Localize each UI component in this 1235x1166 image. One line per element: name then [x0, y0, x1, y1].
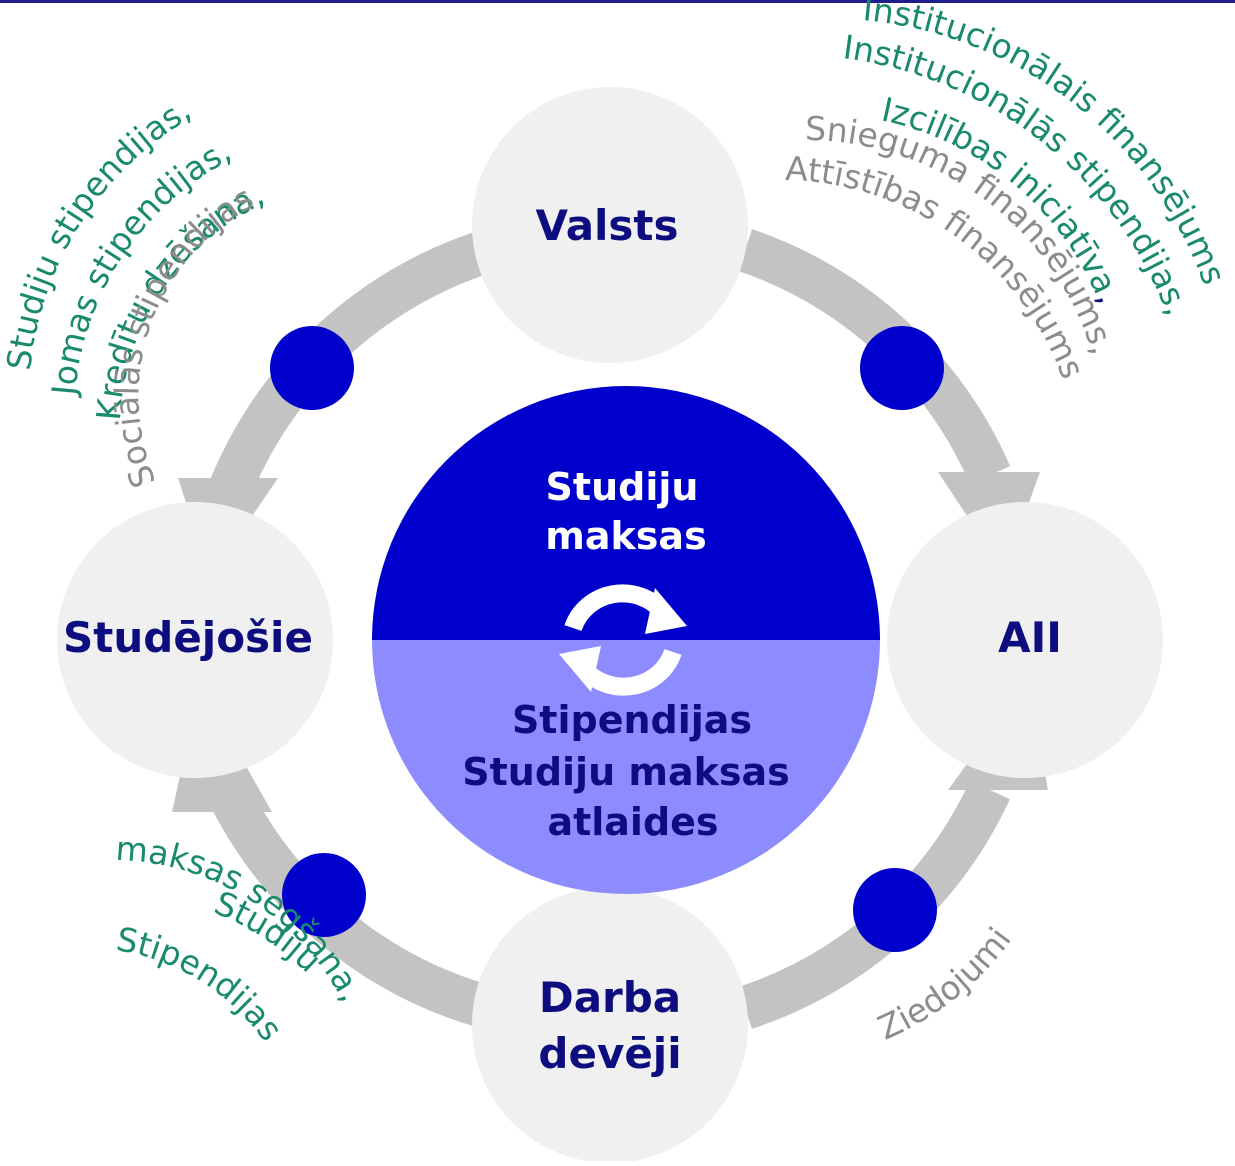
center-bottom-half	[372, 640, 880, 894]
dot-upper-left	[270, 326, 354, 410]
node-institutions-label: AII	[998, 613, 1062, 662]
flow-dots	[270, 326, 944, 952]
center-bottom-label-1: Stipendijas	[512, 698, 752, 742]
refresh-cycle-icon	[559, 584, 687, 696]
center-bottom-label-2: Studiju maksas	[462, 750, 790, 794]
node-state-label: Valsts	[535, 201, 678, 250]
node-employers-label-2: devēji	[538, 1029, 681, 1078]
top-rule	[0, 0, 1235, 3]
node-state	[472, 87, 748, 363]
center-circle	[372, 386, 880, 894]
node-employers-label-1: Darba	[539, 973, 681, 1022]
nodes	[57, 87, 1163, 1163]
dot-lower-right	[853, 868, 937, 952]
center-top-label-2: maksas	[545, 514, 706, 558]
node-employers	[472, 887, 748, 1163]
labels-state-to-students: Studiju stipendijas, Jomas stipendijas, …	[0, 90, 270, 494]
dot-lower-left	[282, 853, 366, 937]
dot-upper-right	[860, 326, 944, 410]
center-bottom-label-3: atlaides	[547, 800, 718, 844]
center-top-label-1: Studiju	[546, 465, 699, 509]
node-students	[57, 502, 333, 778]
node-institutions	[887, 502, 1163, 778]
flow-label-study-scholarships: Studiju stipendijas,	[0, 90, 197, 372]
center-top-half	[372, 386, 880, 640]
node-students-label: Studējošie	[63, 613, 313, 662]
